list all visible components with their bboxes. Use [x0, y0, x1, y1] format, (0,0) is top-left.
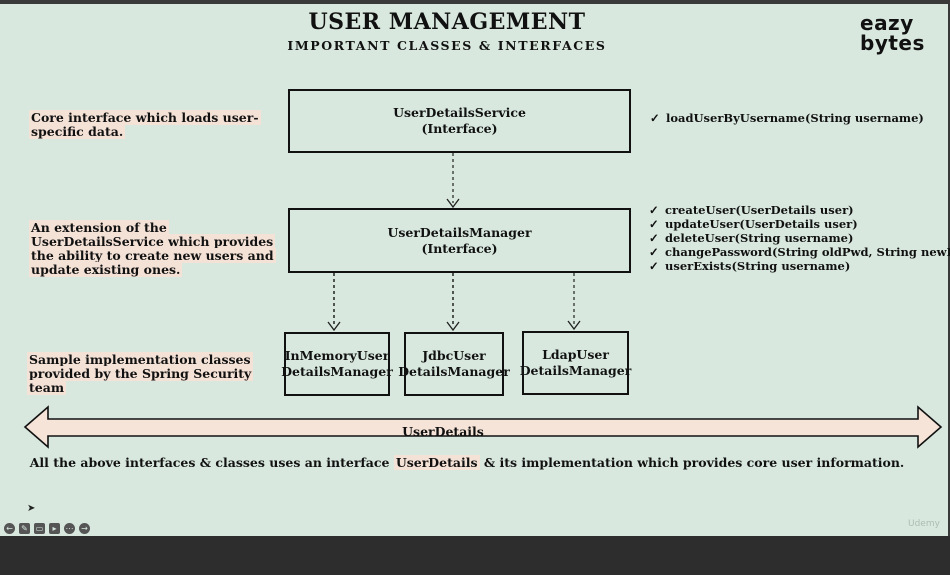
presentation-toolbar: ← ✎ ▭ ▸ ⋯ → [4, 522, 90, 534]
box-label: UserDetailsService [393, 105, 526, 120]
box-user-details-manager: UserDetailsManager (Interface) [288, 208, 631, 273]
method-item: ✓ deleteUser(String username) [649, 231, 950, 245]
check-icon: ✓ [649, 245, 659, 259]
slide: USER MANAGEMENT IMPORTANT CLASSES & INTE… [0, 4, 950, 536]
box-inmemory-user-details-manager: InMemoryUser DetailsManager [281, 332, 393, 396]
method-item: ✓ loadUserByUsername(String username) [650, 111, 924, 125]
logo-line-1: eazy [860, 11, 914, 35]
logo-line-2: bytes [860, 31, 925, 55]
method-name: createUser(UserDetails user) [665, 203, 854, 217]
udemy-watermark: Udemy [908, 519, 940, 529]
back-arrow-icon[interactable]: ← [4, 522, 15, 534]
more-icon[interactable]: ⋯ [64, 522, 75, 534]
box-jdbc-user-details-manager: JdbcUser DetailsManager [398, 332, 510, 396]
box-sublabel: DetailsManager [281, 364, 393, 379]
mouse-cursor-icon: ➤ [27, 503, 36, 514]
method-item: ✓ updateUser(UserDetails user) [649, 217, 950, 231]
box-label: InMemoryUser [284, 348, 390, 363]
user-details-double-arrow [23, 405, 943, 449]
method-name: changePassword(String oldPwd, String new… [665, 245, 950, 259]
slide-title: USER MANAGEMENT [308, 9, 586, 35]
arrowhead-udm-jdbc [446, 321, 460, 332]
udm-method-list: ✓ createUser(UserDetails user) ✓ updateUse… [649, 203, 950, 273]
box-label: UserDetailsManager [387, 224, 532, 240]
footer-text-before: All the above interfaces & classes uses … [29, 455, 394, 470]
method-name: deleteUser(String username) [665, 231, 854, 245]
method-name: userExists(String username) [665, 259, 851, 273]
note-user-details-service: Core interface which loads user-specific… [29, 110, 277, 139]
box-label: JdbcUser [422, 348, 486, 363]
arrowhead-udm-inmemory [327, 321, 341, 332]
footer-text-after: & its implementation which provides core… [479, 455, 905, 470]
box-sublabel: (Interface) [421, 240, 498, 256]
arrowhead-uds-udm [446, 198, 460, 209]
footer-note: All the above interfaces & classes uses … [0, 455, 934, 470]
box-sublabel: (Interface) [421, 121, 498, 136]
check-icon: ✓ [649, 203, 659, 217]
method-item: ✓ userExists(String username) [649, 259, 950, 273]
method-name: updateUser(UserDetails user) [665, 217, 858, 231]
check-icon: ✓ [649, 231, 659, 245]
video-icon[interactable]: ▸ [49, 522, 60, 534]
check-icon: ✓ [650, 111, 660, 125]
user-details-arrow-label: UserDetails [402, 424, 484, 439]
check-icon: ✓ [649, 217, 659, 231]
forward-arrow-icon[interactable]: → [79, 522, 90, 534]
method-item: ✓ changePassword(String oldPwd, String ne… [649, 245, 950, 259]
box-sublabel: DetailsManager [398, 364, 510, 379]
arrowhead-udm-ldap [567, 320, 581, 331]
box-label: LdapUser [542, 347, 609, 362]
diagram-connectors [23, 153, 943, 449]
pen-icon[interactable]: ✎ [19, 522, 30, 534]
note-user-details-manager: An extension of the UserDetailsService w… [29, 220, 277, 277]
note-implementations: Sample implementation classes provided b… [27, 352, 262, 395]
box-sublabel: DetailsManager [519, 363, 632, 378]
method-name: loadUserByUsername(String username) [666, 111, 924, 125]
slide-subtitle: IMPORTANT CLASSES & INTERFACES [287, 38, 607, 53]
player-bottom-bar [0, 536, 950, 575]
captions-icon[interactable]: ▭ [34, 522, 45, 534]
top-bar [0, 0, 950, 4]
box-user-details-service: UserDetailsService (Interface) [288, 89, 631, 153]
footer-highlight: UserDetails [393, 455, 480, 470]
uds-method-list: ✓ loadUserByUsername(String username) [650, 111, 924, 125]
method-item: ✓ createUser(UserDetails user) [649, 203, 950, 217]
eazybytes-logo: eazy bytes [860, 13, 925, 53]
check-icon: ✓ [649, 259, 659, 273]
box-ldap-user-details-manager: LdapUser DetailsManager [519, 331, 632, 395]
